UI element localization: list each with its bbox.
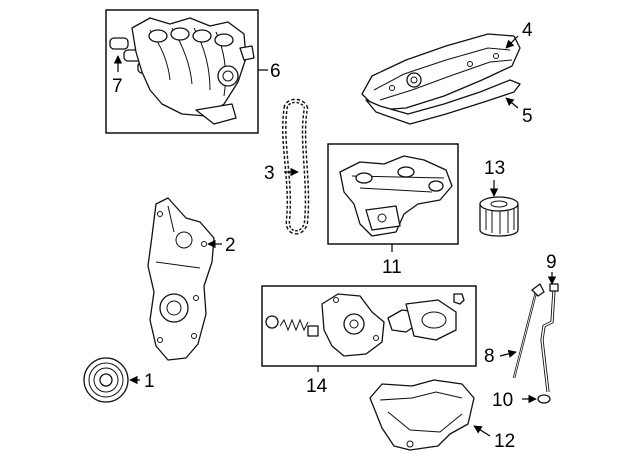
callout-11: 11 — [382, 257, 402, 278]
oil-dipstick-illustration — [512, 283, 545, 379]
timing-cover-illustration — [147, 197, 215, 361]
crankshaft-pulley-illustration — [83, 357, 129, 403]
callout-12: 12 — [494, 431, 515, 452]
oil-filter-illustration — [479, 196, 519, 237]
callout-10: 10 — [492, 390, 513, 411]
oil-pump-illustration — [265, 293, 465, 357]
oil-pump-group-box — [261, 285, 477, 367]
callout-4: 4 — [522, 20, 533, 41]
dipstick-tube-illustration — [540, 283, 559, 393]
intake-manifold-illustration — [109, 17, 255, 125]
callout-1: 1 — [144, 371, 155, 392]
callout-13: 13 — [484, 158, 505, 179]
callout-7: 7 — [112, 76, 123, 97]
timing-chain-illustration — [282, 98, 310, 235]
callout-9: 9 — [546, 252, 557, 273]
callout-5: 5 — [522, 106, 533, 127]
callout-6: 6 — [270, 61, 281, 82]
valve-cover-illustration — [361, 33, 521, 111]
leader-lines — [113, 35, 557, 437]
balancer-group-box — [327, 143, 459, 245]
intake-manifold-group-box — [105, 9, 259, 134]
callout-14: 14 — [306, 376, 328, 397]
callout-2: 2 — [225, 235, 236, 256]
oil-pan-illustration — [369, 379, 475, 451]
callout-8: 8 — [484, 346, 495, 367]
valve-cover-gasket-illustration — [365, 79, 521, 125]
o-ring-illustration — [537, 394, 551, 404]
callout-3: 3 — [264, 163, 275, 184]
balancer-assembly-illustration — [339, 155, 453, 237]
